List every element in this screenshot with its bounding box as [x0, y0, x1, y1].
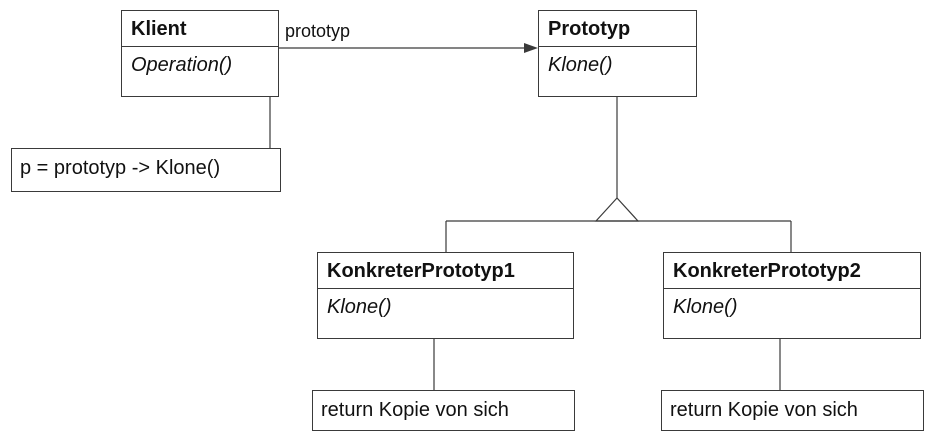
association-label: prototyp	[285, 21, 351, 41]
note-concrete-1: return Kopie von sich	[312, 390, 575, 431]
class-operation: Klone()	[673, 296, 738, 318]
class-konkreter-prototyp-1[interactable]: KonkreterPrototyp1 Klone()	[317, 252, 574, 339]
association-arrowhead	[524, 43, 538, 53]
class-konkreter-prototyp-2[interactable]: KonkreterPrototyp2 Klone()	[663, 252, 921, 339]
class-prototyp[interactable]: Prototyp Klone()	[538, 10, 697, 97]
note-concrete-2: return Kopie von sich	[661, 390, 924, 431]
class-operation: Klone()	[548, 54, 613, 76]
inheritance-triangle	[594, 197, 640, 222]
note-client: p = prototyp -> Klone()	[11, 148, 281, 192]
class-name: KonkreterPrototyp2	[664, 253, 920, 289]
class-operation: Operation()	[131, 54, 233, 76]
class-name: Prototyp	[539, 11, 696, 47]
class-operation: Klone()	[327, 296, 392, 318]
class-name: Klient	[122, 11, 278, 47]
class-name: KonkreterPrototyp1	[318, 253, 573, 289]
class-klient[interactable]: Klient Operation()	[121, 10, 279, 97]
